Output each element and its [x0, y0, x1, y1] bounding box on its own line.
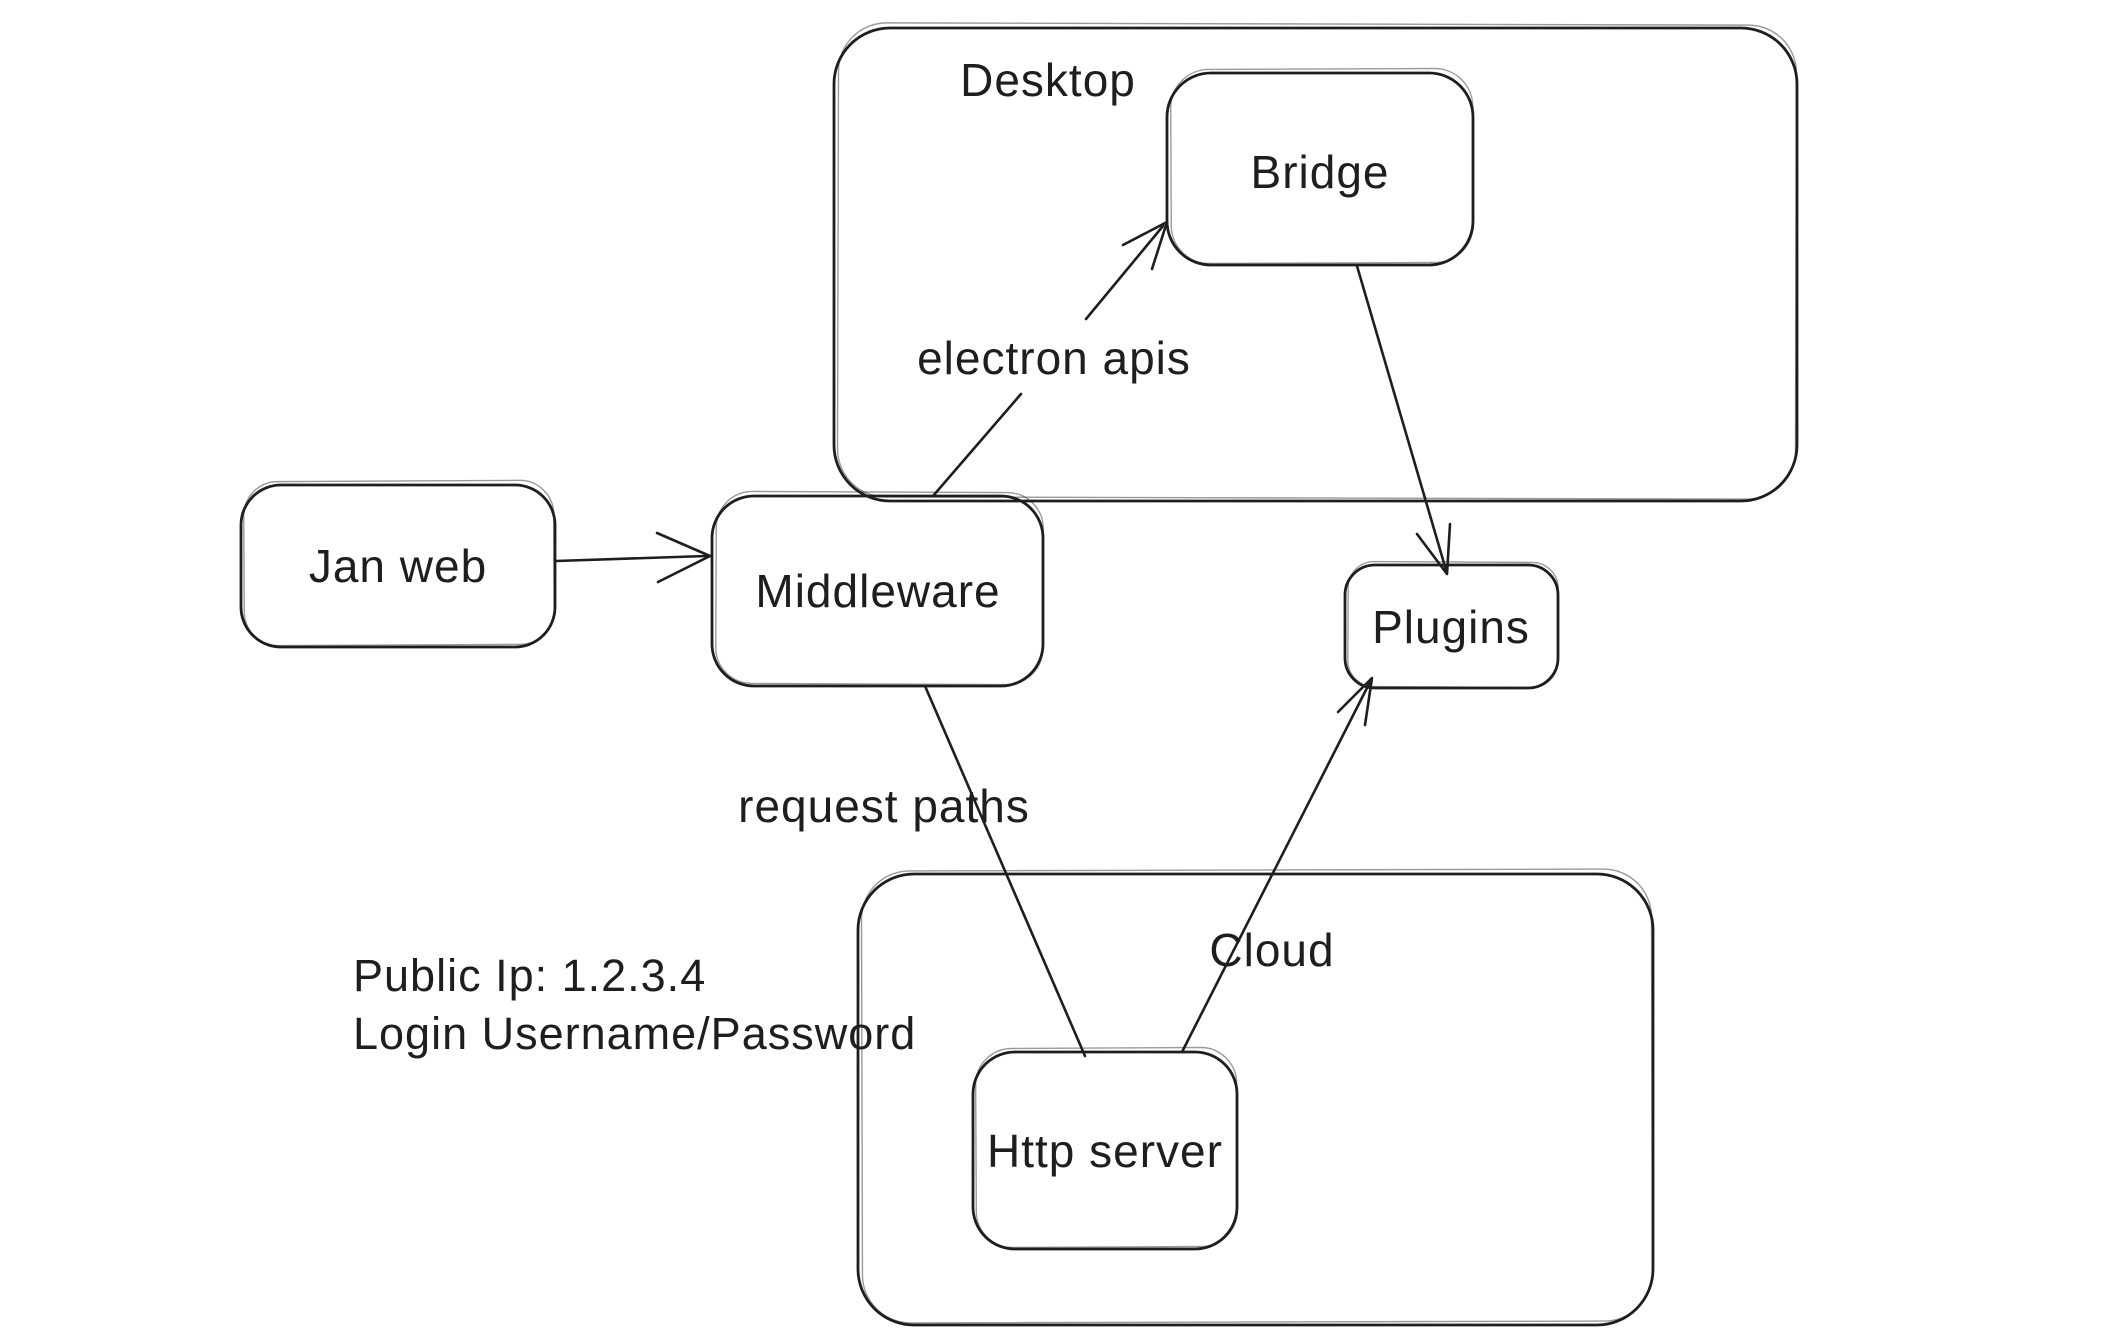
arrowhead [1336, 676, 1374, 727]
arrowhead [1415, 522, 1452, 576]
desktop-box[interactable] [832, 26, 1799, 503]
jan-web-box-sketch [243, 479, 555, 647]
bridge-label[interactable]: Bridge [1251, 146, 1390, 198]
arrow-jan-web-to-middleware[interactable] [554, 531, 712, 584]
container-desktop[interactable]: Desktop [832, 22, 1799, 503]
desktop-box-sketch [836, 22, 1798, 500]
middleware-label[interactable]: Middleware [755, 565, 1000, 617]
plugins-label[interactable]: Plugins [1372, 601, 1530, 653]
node-plugins[interactable]: Plugins [1343, 560, 1560, 690]
cloud-box-sketch [860, 868, 1654, 1324]
arrow-shaft [1180, 680, 1372, 1054]
cloud-box[interactable] [856, 872, 1655, 1327]
line-middleware-to-http-server[interactable] [923, 684, 1087, 1058]
arrow-bridge-to-plugins[interactable] [1355, 264, 1452, 576]
label-request-paths[interactable]: request paths [738, 780, 1030, 832]
bridge-box[interactable] [1165, 71, 1475, 267]
jan-web-box[interactable] [239, 483, 557, 649]
http-server-box-sketch [974, 1046, 1239, 1249]
arrow-http-server-to-plugins[interactable] [1180, 676, 1374, 1054]
node-http-server[interactable]: Http server [971, 1046, 1239, 1251]
label-electron-apis[interactable]: electron apis [917, 332, 1191, 384]
jan-web-label[interactable]: Jan web [309, 540, 487, 592]
annotation-public-ip[interactable]: Public Ip: 1.2.3.4 [353, 950, 706, 1001]
node-middleware[interactable]: Middleware [710, 490, 1045, 688]
desktop-label[interactable]: Desktop [960, 54, 1136, 106]
line-shaft [923, 684, 1087, 1058]
arrow-shaft [1355, 264, 1448, 572]
http-server-box[interactable] [971, 1050, 1239, 1251]
node-bridge[interactable]: Bridge [1165, 67, 1475, 267]
arrowhead [655, 531, 712, 584]
middleware-box-sketch [715, 490, 1044, 686]
arrow-shaft [931, 392, 1023, 498]
container-cloud[interactable]: Cloud [856, 868, 1655, 1327]
arrow-shaft [554, 554, 708, 563]
plugins-box-sketch [1347, 560, 1559, 689]
node-jan-web[interactable]: Jan web [239, 479, 557, 649]
middleware-box[interactable] [710, 494, 1045, 688]
annotation-login[interactable]: Login Username/Password [353, 1008, 916, 1059]
cloud-label[interactable]: Cloud [1209, 924, 1334, 976]
http-server-label[interactable]: Http server [987, 1125, 1223, 1177]
plugins-box[interactable] [1343, 563, 1560, 690]
arrow-shaft [1084, 224, 1165, 321]
bridge-box-sketch [1170, 67, 1474, 265]
